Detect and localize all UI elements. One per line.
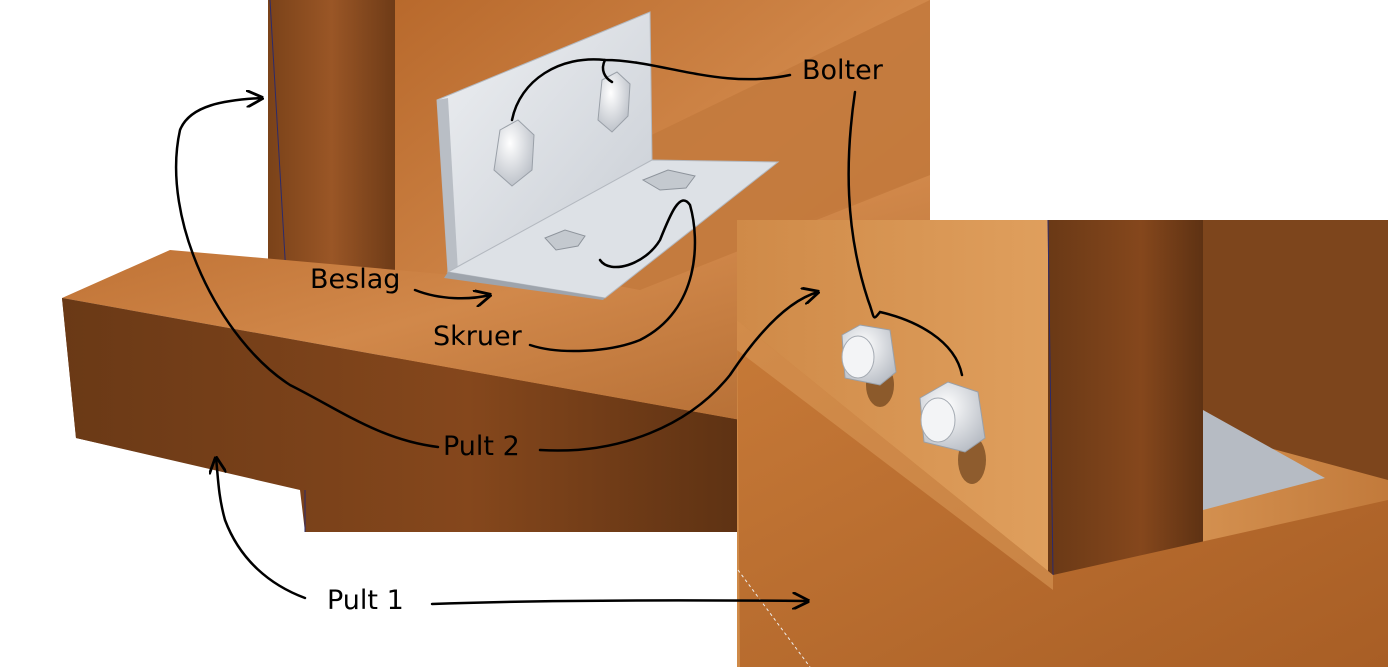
bolt-head-1 [493,119,535,187]
bolter-line-right [847,90,964,377]
inset-beam [737,320,1388,667]
label-skruer: Skruer [433,321,522,352]
pult2-arrow-right [538,292,818,452]
inset-bracket [1203,410,1325,510]
left-scene [62,0,930,532]
bolt-head-2 [597,71,631,133]
label-bolter: Bolter [802,55,883,86]
bolt-2 [919,381,986,484]
label-pult-1: Pult 1 [327,585,404,616]
bracket [436,11,780,300]
pult2-arrow-left [174,98,440,449]
screw-2 [641,169,696,191]
beam-top-face [62,175,930,420]
label-pult-2: Pult 2 [443,431,520,462]
beslag-arrow [413,288,490,298]
inset-post [1048,220,1203,575]
pult1-arrow-left [216,458,307,600]
skruer-line [528,199,697,353]
label-beslag: Beslag [310,264,401,295]
annotation-lines [174,58,964,604]
right-inset-scene [737,219,1388,667]
bolt-1 [841,324,897,407]
vertical-post [268,0,395,275]
pult1-arrow-right [430,600,808,604]
screw-1 [544,229,586,251]
